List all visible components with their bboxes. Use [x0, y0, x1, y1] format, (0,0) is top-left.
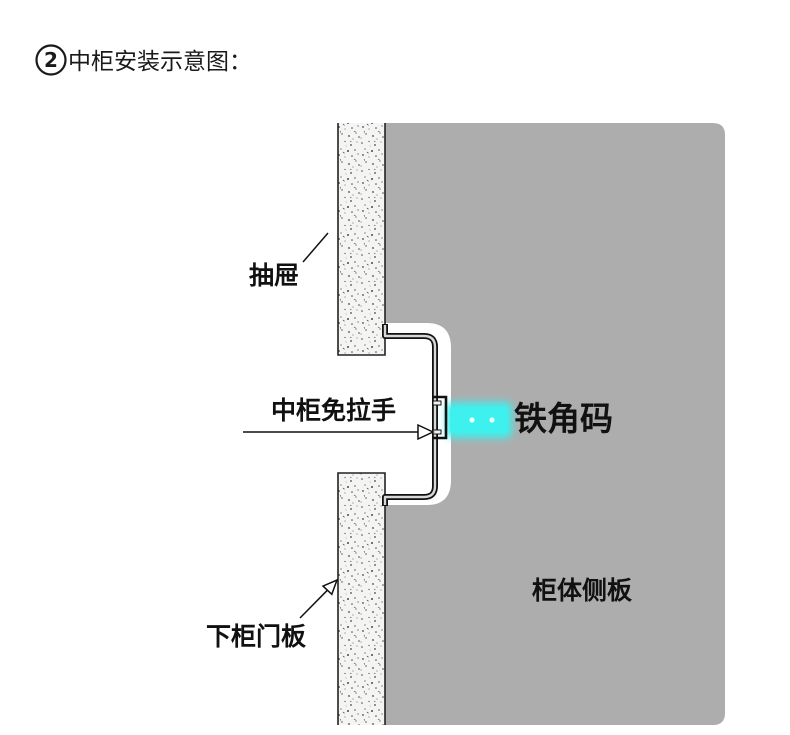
lower-door-label: 下柜门板	[206, 622, 306, 651]
corner-bracket-glow	[446, 402, 512, 438]
lower-door-panel	[337, 472, 386, 725]
bracket-label: 铁角码	[514, 399, 613, 438]
title-number-circle	[35, 44, 67, 76]
drawer-panel	[337, 123, 386, 356]
lower-door-leader-line	[299, 589, 328, 619]
lower-door-arrowhead	[321, 578, 339, 596]
cabinet-side-panel	[385, 123, 725, 725]
title-text: 中柜安装示意图：	[68, 49, 252, 75]
page-title: 2 中柜安装示意图：	[35, 44, 252, 76]
title-number: 2	[44, 48, 58, 72]
panel-gap	[338, 355, 385, 473]
drawer-label: 抽屉	[249, 261, 299, 290]
handle-arrowhead	[417, 423, 435, 441]
corner-bracket	[432, 395, 448, 440]
drawer-leader-line	[302, 232, 329, 263]
handle-profile	[382, 324, 438, 506]
handle-label: 中柜免拉手	[271, 396, 396, 425]
side-panel-label: 柜体侧板	[532, 576, 632, 605]
